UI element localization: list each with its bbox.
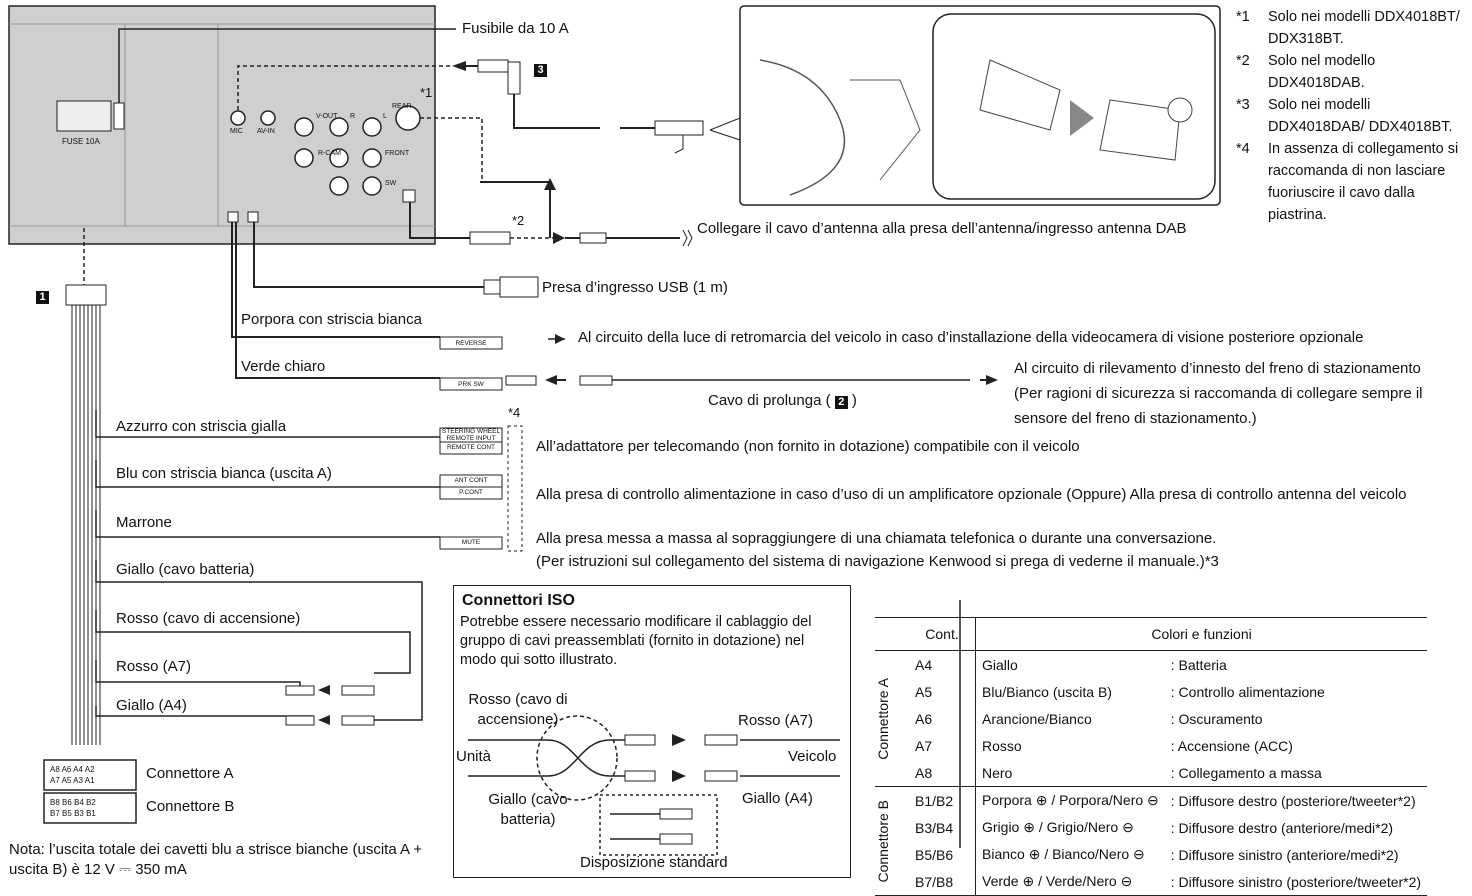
tag-reverse: REVERSE	[455, 340, 487, 347]
connector-a-label: Connettore A	[146, 765, 234, 782]
port-r-label: R	[350, 113, 356, 120]
dest-mute-2: (Per istruzioni sul collegamento del sis…	[536, 553, 1219, 570]
usb-socket	[499, 276, 539, 298]
wire-red-ignition: Rosso (cavo di accensione)	[116, 610, 301, 627]
star-4: *4	[508, 405, 521, 420]
iso-unita: Unità	[456, 748, 492, 765]
port-mic-label: MIC	[230, 128, 243, 135]
iso-title: Connettori ISO	[462, 592, 575, 609]
microphone	[654, 120, 704, 136]
star-1: *1	[420, 85, 433, 100]
tag-pcont: P.CONT	[459, 489, 483, 496]
port-l-label: L	[383, 113, 387, 120]
tag-mute: MUTE	[461, 539, 481, 546]
port-vout-label: V-OUT	[316, 113, 338, 120]
wire-light-green: Verde chiaro	[241, 358, 326, 375]
fuse	[113, 102, 125, 130]
fuse-title: Fusibile da 10 A	[462, 20, 569, 37]
wire-brown: Marrone	[116, 514, 172, 531]
wire-purple-white: Porpora con striscia bianca	[241, 311, 422, 328]
dest-reverse: Al circuito della luce di retromarcia de…	[578, 329, 1364, 346]
iso-wiring-sketch	[468, 715, 840, 856]
port-front-label: FRONT	[385, 150, 410, 157]
dest-power-control: Alla presa di controllo alimentazione in…	[536, 486, 1407, 503]
group-a-label: Connettore A	[875, 677, 891, 760]
tag-steering-1: STEERING WHEEL	[441, 428, 501, 435]
connector-a-block	[43, 759, 137, 791]
iso-rosso-accensione: Rosso (cavo di accensione)	[468, 691, 568, 728]
tag-prk-sw: PRK SW	[458, 381, 484, 388]
port-avin-label: AV-IN	[257, 128, 275, 135]
dest-parking-2: (Per ragioni di sicurezza si raccomanda …	[1014, 385, 1423, 402]
nota-text: Nota: l’uscita totale dei cavetti blu a …	[9, 841, 423, 878]
fuse-block	[56, 100, 112, 132]
connector-b-pins-top: B8 B6 B4 B2	[50, 798, 96, 807]
iso-giallo-batteria: Giallo (cavo batteria)	[488, 791, 568, 828]
connector-b-label: Connettore B	[146, 798, 235, 815]
antenna-text: Collegare il cavo d’antenna alla presa d…	[697, 220, 1187, 237]
iso-veicolo: Veicolo	[788, 748, 837, 765]
dest-mute-1: Alla presa messa a massa al sopraggiunge…	[536, 530, 1217, 547]
av-ports	[230, 105, 421, 196]
iso-standard: Disposizione standard	[580, 854, 728, 871]
dest-parking-1: Al circuito di rilevamento d’innesto del…	[1014, 360, 1421, 377]
connector-b-pins-bottom: B7 B5 B3 B1	[50, 809, 96, 818]
mic-install-illustration	[739, 5, 1221, 206]
badge-1: 1	[36, 291, 49, 304]
port-sw-label: SW	[385, 180, 397, 187]
extension-cable: Cavo di prolunga ( 2 )	[708, 392, 857, 409]
badge-3: 3	[534, 64, 547, 77]
connector-b-block	[43, 792, 137, 824]
iso-rosso-a7: Rosso (A7)	[738, 712, 814, 729]
wire-blue-white: Blu con striscia bianca (uscita A)	[116, 465, 332, 482]
fuse-label: FUSE 10A	[62, 137, 100, 146]
col-colori: Colori e funzioni	[975, 617, 1428, 651]
dest-parking-3: sensore del freno di stazionamento.)	[1014, 410, 1257, 427]
group-b-label: Connettore B	[875, 799, 891, 883]
usb-text: Presa d’ingresso USB (1 m)	[542, 279, 728, 296]
iso-giallo-a4: Giallo (A4)	[742, 790, 813, 807]
connector-a-pins-bottom: A7 A5 A3 A1	[50, 776, 95, 785]
wire-yellow-battery: Giallo (cavo batteria)	[116, 561, 255, 578]
harness-connector	[65, 284, 107, 306]
port-rear-label: REAR	[392, 103, 412, 110]
tag-remote-cont: REMOTE CONT	[446, 444, 496, 451]
star-2: *2	[512, 213, 525, 228]
col-cont: Cont.	[909, 617, 976, 651]
tag-steering-2: REMOTE INPUT	[446, 435, 496, 442]
dest-remote: All’adattatore per telecomando (non forn…	[536, 438, 1080, 455]
tag-ant-cont: ANT CONT	[454, 477, 488, 484]
port-rcam-label: R-CAM	[318, 150, 341, 157]
iso-description: Potrebbe essere necessario modificare il…	[460, 614, 812, 668]
badge-2: 2	[834, 396, 848, 409]
wire-lightblue-yellow: Azzurro con striscia gialla	[116, 418, 287, 435]
connector-a-pins-top: A8 A6 A4 A2	[50, 765, 95, 774]
iso-connectors-box: Connettori ISO Potrebbe essere necessari…	[453, 585, 851, 878]
wire-red-a7: Rosso (A7)	[116, 658, 192, 675]
wire-yellow-a4: Giallo (A4)	[116, 697, 187, 714]
